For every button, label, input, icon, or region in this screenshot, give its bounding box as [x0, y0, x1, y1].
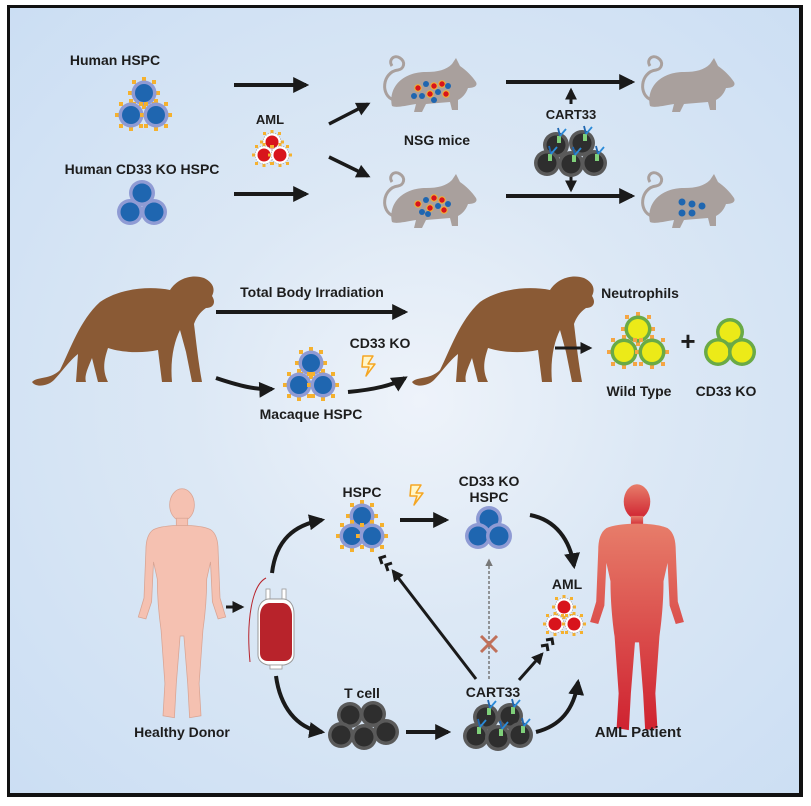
wild-type-label: Wild Type — [607, 383, 672, 399]
cd33ko-hspc-label-line2: HSPC — [470, 489, 509, 505]
hspc-cluster-icon — [336, 500, 388, 552]
lightning-icon — [361, 355, 376, 377]
aml-label-bottom: AML — [552, 576, 583, 592]
tcell-label: T cell — [344, 685, 380, 701]
figure-frame — [7, 5, 803, 797]
human-cd33ko-hspc-cluster-icon — [117, 180, 167, 225]
aml-patient-label: AML Patient — [595, 724, 681, 741]
cd33ko-hspc-cluster-icon — [465, 506, 512, 549]
cd33ko-neutrophil-label: CD33 KO — [696, 383, 757, 399]
arrow-ko-to-patient — [529, 513, 580, 570]
panel-macaque-model: Total Body Irradiation Macaque HSPC CD33… — [32, 276, 757, 422]
attack-arrow-cart-to-aml — [517, 652, 544, 681]
attack-arrow-cart-to-hspc — [391, 569, 478, 680]
neutrophils-label: Neutrophils — [601, 285, 679, 301]
nsg-mice-label: NSG mice — [404, 132, 470, 148]
cart33-label-top: CART33 — [546, 107, 597, 122]
human-hspc-label: Human HSPC — [70, 52, 160, 68]
healthy-donor-label: Healthy Donor — [134, 724, 230, 740]
mouse-hspc-only-bottom-icon — [641, 171, 737, 230]
mouse-cleared-top-icon — [641, 55, 737, 114]
arrow-bag-to-tcell — [274, 675, 326, 738]
lightning-icon-2 — [409, 484, 424, 506]
aml-label-top: AML — [256, 112, 284, 127]
macaque-right-icon — [412, 276, 594, 386]
panel-mouse-model: Human HSPC Human CD33 KO HSPC AML — [65, 52, 737, 230]
mouse-engrafted-bottom-icon — [383, 171, 479, 230]
arrow-hspc-to-macaque — [347, 376, 408, 394]
macaque-hspc-cluster-icon — [283, 347, 339, 401]
cd33ko-neutrophil-icon — [704, 318, 756, 366]
cd33ko-hspc-label-line1: CD33 KO — [459, 473, 520, 489]
cart33-cluster-icon — [533, 125, 608, 178]
plus-sign: + — [680, 326, 695, 356]
hspc-label: HSPC — [343, 484, 382, 500]
aml-patient-icon — [590, 484, 684, 731]
arrow-cart-to-patient — [535, 678, 585, 734]
arrow-macaque-to-hspc — [215, 376, 276, 398]
attack-chevrons-hspc — [378, 554, 393, 572]
human-hspc-cluster-icon — [115, 77, 172, 131]
aml-cluster-icon-bottom — [542, 594, 587, 637]
attack-chevrons-aml — [540, 637, 555, 652]
cart33-cluster-icon-bottom — [462, 698, 534, 752]
aml-cluster-icon — [251, 129, 293, 168]
arrow-aml-to-mouse-bottom — [328, 155, 371, 178]
tcell-cluster-icon — [328, 701, 399, 750]
arrow-aml-to-mouse-top — [328, 102, 371, 126]
mouse-engrafted-top-icon — [383, 55, 479, 114]
cd33ko-edit-label: CD33 KO — [350, 335, 411, 351]
block-x-icon — [479, 634, 499, 654]
healthy-donor-icon — [137, 488, 227, 719]
macaque-left-icon — [32, 276, 214, 386]
cart33-label-bottom: CART33 — [466, 684, 521, 700]
wild-type-neutrophil-icon — [607, 312, 669, 369]
panel-clinical-concept: Healthy Donor HSPC CD33 KO HSPC AML — [134, 473, 684, 752]
arrow-bag-to-hspc — [270, 514, 326, 574]
human-cd33ko-hspc-label: Human CD33 KO HSPC — [65, 161, 220, 177]
macaque-hspc-label: Macaque HSPC — [260, 406, 363, 422]
blood-bag-icon — [248, 577, 295, 670]
total-body-irradiation-label: Total Body Irradiation — [240, 284, 384, 300]
